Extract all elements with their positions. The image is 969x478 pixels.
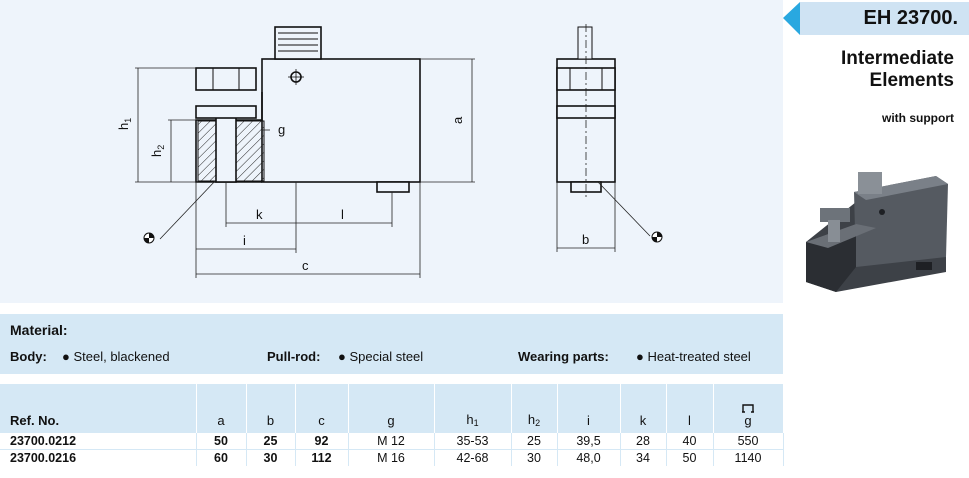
cell-b: 25 xyxy=(246,433,296,450)
cell-l: 50 xyxy=(666,449,714,466)
wear-value: ● Heat-treated steel xyxy=(636,349,751,364)
cell-h2: 30 xyxy=(511,449,558,466)
cell-k: 28 xyxy=(620,433,667,450)
col-header-ref: Ref. No. xyxy=(0,384,197,433)
pullrod-value: ● Special steel xyxy=(338,349,424,364)
cell-ref: 23700.0212 xyxy=(0,433,197,450)
spec-table: Ref. No. a b c g h1 h2 i k l g 23700.021… xyxy=(0,384,784,466)
cell-weight: 1140 xyxy=(713,449,784,466)
dim-label-c: c xyxy=(302,258,309,273)
dim-label-a: a xyxy=(450,116,465,124)
header-arrow-icon xyxy=(783,2,800,35)
cell-g: M 12 xyxy=(348,433,435,450)
cell-g: M 16 xyxy=(348,449,435,466)
cell-b: 30 xyxy=(246,449,296,466)
col-header-a: a xyxy=(196,384,247,433)
material-section xyxy=(0,314,783,374)
cell-c: 92 xyxy=(295,433,349,450)
dim-label-i: i xyxy=(243,233,246,248)
catalog-number: EH 23700. xyxy=(863,7,958,29)
body-outline xyxy=(261,58,421,183)
cell-k: 34 xyxy=(620,449,667,466)
col-header-i: i xyxy=(557,384,621,433)
col-header-b: b xyxy=(246,384,296,433)
cell-weight: 550 xyxy=(713,433,784,450)
material-heading: Material: xyxy=(10,322,68,338)
table-row: 23700.0212 50 25 92 M 12 35-53 25 39,5 2… xyxy=(0,433,784,450)
cell-h1: 42-68 xyxy=(434,449,512,466)
col-header-h1: h1 xyxy=(434,384,512,433)
scale-weight-icon xyxy=(742,404,754,413)
cell-a: 50 xyxy=(196,433,247,450)
body-value: ● Steel, blackened xyxy=(62,349,170,364)
cell-i: 48,0 xyxy=(557,449,621,466)
dim-label-k: k xyxy=(256,207,263,222)
product-title-line1: Intermediate xyxy=(841,48,954,69)
body-label: Body: xyxy=(10,349,47,364)
col-header-g: g xyxy=(348,384,435,433)
dim-label-h1: h1 xyxy=(116,118,133,130)
col-header-l: l xyxy=(666,384,714,433)
product-title: Intermediate Elements xyxy=(800,48,954,92)
cell-h2: 25 xyxy=(511,433,558,450)
table-row: 23700.0216 60 30 112 M 16 42-68 30 48,0 … xyxy=(0,449,784,466)
col-header-k: k xyxy=(620,384,667,433)
pullrod-label: Pull-rod: xyxy=(267,349,321,364)
cell-a: 60 xyxy=(196,449,247,466)
drawing-svg: h1 h2 g a k l i c b xyxy=(116,24,663,278)
dim-label-b: b xyxy=(582,232,589,247)
product-title-line2: Elements xyxy=(869,70,954,91)
cell-l: 40 xyxy=(666,433,714,450)
cell-h1: 35-53 xyxy=(434,433,512,450)
product-photo xyxy=(806,172,948,292)
product-subtitle: with support xyxy=(882,111,954,125)
col-header-h2: h2 xyxy=(511,384,558,433)
dim-label-g: g xyxy=(278,122,285,137)
cell-ref: 23700.0216 xyxy=(0,449,197,466)
cell-i: 39,5 xyxy=(557,433,621,450)
surface-marker-icon xyxy=(143,232,155,244)
cell-c: 112 xyxy=(295,449,349,466)
header-tab xyxy=(800,2,969,35)
technical-drawing: h1 h2 g a k l i c b xyxy=(0,0,783,303)
table-header-row: Ref. No. a b c g h1 h2 i k l g xyxy=(0,384,784,433)
dim-label-h2: h2 xyxy=(149,145,166,157)
surface-marker-icon xyxy=(651,231,663,243)
col-header-c: c xyxy=(295,384,349,433)
col-header-weight: g xyxy=(713,384,784,433)
wear-label: Wearing parts: xyxy=(518,349,609,364)
dim-label-l: l xyxy=(341,207,344,222)
